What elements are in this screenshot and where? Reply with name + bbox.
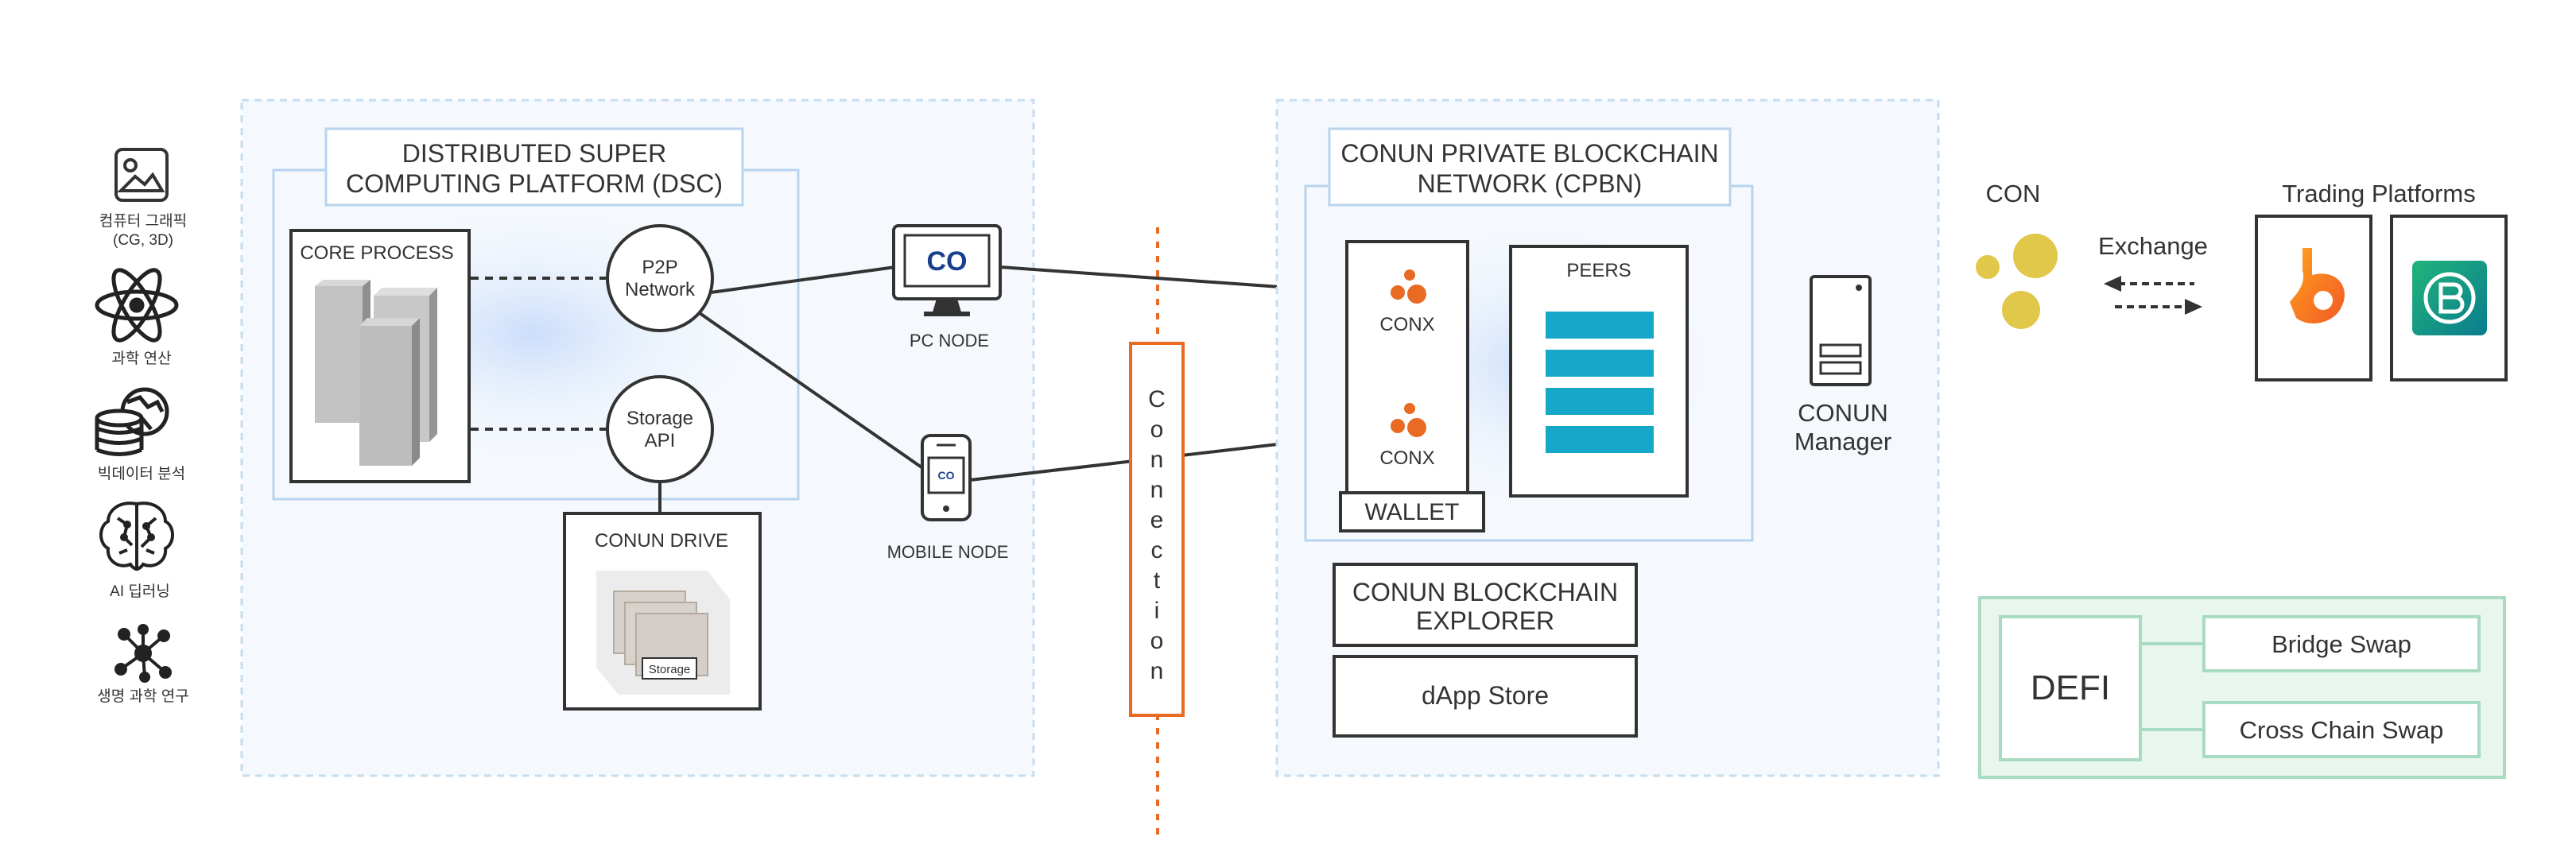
manager-label-line1: CONUN (1798, 399, 1888, 427)
wallet-box (1339, 491, 1485, 532)
exchange-logo-icon (2412, 261, 2487, 335)
domain-bigdata: 빅데이터 분석 (95, 387, 185, 482)
dsc-title-line1: DISTRIBUTED SUPER (402, 139, 666, 168)
explorer-label-line2: EXPLORER (1416, 606, 1554, 635)
domain-ai-label: AI 딥러닝 (110, 583, 170, 600)
conx-icon (1391, 269, 1426, 304)
manager-server-icon (1810, 275, 1872, 386)
domain-cg: 컴퓨터 그래픽 (CG, 3D) (99, 148, 187, 249)
connection-letter: o (1150, 628, 1164, 654)
connection-letter: o (1150, 416, 1164, 443)
dapp-store-box (1333, 655, 1638, 738)
domain-bigdata-label: 빅데이터 분석 (98, 465, 185, 482)
explorer-label-line1: CONUN BLOCKCHAIN (1352, 578, 1618, 606)
bridge-swap-label: Bridge Swap (2271, 630, 2411, 658)
mobile-logo-text: CO (938, 469, 955, 482)
cpbn-title-box (1328, 127, 1732, 207)
trading-platforms-label: Trading Platforms (2282, 180, 2476, 207)
domain-life-label: 생명 과학 연구 (97, 687, 188, 705)
exchange-arrows-icon (2104, 276, 2202, 315)
connection-letter: n (1150, 658, 1164, 684)
domain-science-label: 과학 연산 (111, 350, 171, 367)
molecule-network-icon (114, 624, 172, 683)
exchange-label: Exchange (2098, 232, 2208, 260)
pc-logo-text: CO (927, 246, 968, 277)
dapp-store-label: dApp Store (1422, 681, 1549, 710)
cpbn-title-line1: CONUN PRIVATE BLOCKCHAIN (1340, 139, 1718, 168)
storage-tag-label: Storage (649, 663, 691, 676)
cross-chain-swap-box (2202, 701, 2481, 758)
manager-label-line2: Manager (1794, 428, 1891, 455)
server-stack-icon (315, 280, 437, 466)
explorer-box (1333, 563, 1638, 647)
core-process-label: CORE PROCESS (300, 242, 453, 264)
p2p-to-pc-link (710, 265, 896, 294)
mobile-phone-icon (921, 434, 972, 521)
peers-stack-icon (1546, 312, 1654, 453)
domain-science: 과학 연산 (95, 268, 179, 367)
pc-monitor-icon (892, 224, 1002, 316)
domain-cg-label: 컴퓨터 그래픽 (99, 212, 187, 230)
domain-ai: AI 딥러닝 (99, 502, 174, 600)
defi-box (1999, 615, 2142, 761)
storage-api-node (606, 375, 714, 483)
storage-api-line1: Storage (627, 408, 693, 429)
domain-cg-sublabel: (CG, 3D) (113, 232, 173, 249)
cross-chain-swap-label: Cross Chain Swap (2240, 716, 2444, 744)
connection-letter: e (1150, 507, 1164, 533)
peers-label: PEERS (1566, 260, 1631, 281)
connection-letter: c (1151, 537, 1163, 563)
conx-icon (1391, 403, 1426, 437)
pc-node-label: PC NODE (910, 331, 989, 350)
p2p-label-line1: P2P (642, 257, 677, 278)
connection-letter: n (1150, 477, 1164, 503)
connection-letter: C (1148, 386, 1166, 412)
mobile-node-label: MOBILE NODE (887, 542, 1009, 562)
p2p-label-line2: Network (625, 279, 696, 300)
database-globe-icon (95, 387, 169, 456)
atom-icon (95, 268, 179, 343)
con-label: CON (1986, 180, 2041, 207)
p2p-to-mobile-link (698, 312, 925, 471)
conun-drive-label: CONUN DRIVE (595, 530, 728, 552)
conx2-label: CONX (1379, 447, 1434, 469)
image-icon (114, 148, 169, 202)
bithumb-logo-icon (2290, 248, 2345, 323)
connection-letter: t (1154, 567, 1161, 594)
connection-box (1129, 342, 1185, 717)
brain-icon (99, 502, 174, 571)
storage-api-line2: API (645, 430, 676, 451)
connection-letter: i (1154, 598, 1160, 624)
p2p-network-node (606, 224, 714, 332)
cpbn-title-line2: NETWORK (CPBN) (1418, 169, 1643, 198)
domain-life: 생명 과학 연구 (97, 624, 189, 705)
dsc-title-box (324, 127, 744, 207)
connection-letter: n (1150, 447, 1164, 473)
conx-column (1345, 240, 1469, 494)
wallet-label: WALLET (1365, 499, 1460, 525)
conx1-label: CONX (1379, 314, 1434, 335)
defi-label: DEFI (2031, 668, 2110, 707)
bridge-swap-box (2202, 615, 2481, 672)
dsc-title-line2: COMPUTING PLATFORM (DSC) (346, 169, 723, 198)
con-coins-icon (1976, 234, 2058, 329)
drive-files-icon (596, 571, 730, 695)
